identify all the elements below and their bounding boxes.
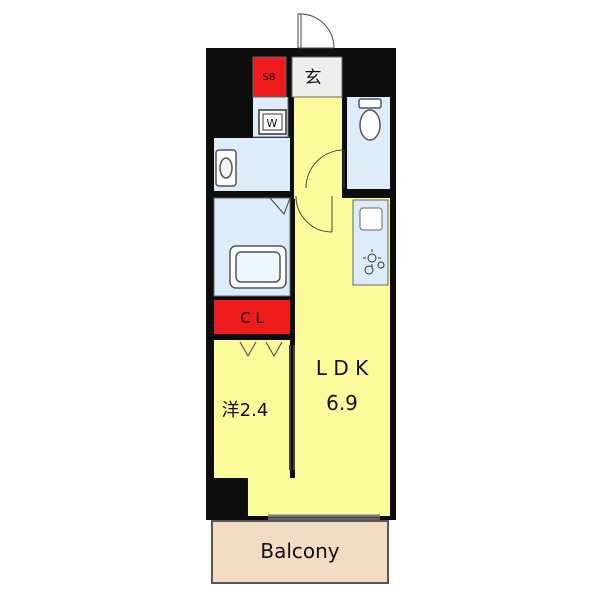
kitchen-sink <box>359 207 383 231</box>
balcony-label: Balcony <box>260 539 339 563</box>
washbasin-icon <box>215 149 237 187</box>
western-room-label: 洋2.4 <box>222 400 269 421</box>
western-room-name: 洋 <box>222 400 240 421</box>
western-room-size: 2.4 <box>240 400 269 421</box>
washer-label: W <box>267 117 278 130</box>
hallway-floor <box>294 97 342 199</box>
balcony: Balcony <box>211 520 389 584</box>
entrance-label: 玄 <box>305 68 322 88</box>
ldk-size: 6.9 <box>326 391 358 415</box>
bathtub-icon <box>229 245 287 289</box>
doors <box>239 13 380 520</box>
entrance-floor <box>292 57 342 97</box>
closet <box>214 300 290 334</box>
ldk-name: L D K <box>316 356 369 380</box>
stove-icon <box>363 249 385 275</box>
interior-lines <box>213 56 343 297</box>
shoe-box-label: SB <box>262 72 275 83</box>
kitchen-counter <box>352 199 389 286</box>
washer-icon <box>258 109 287 135</box>
western-room <box>214 340 290 478</box>
toilet-icon <box>358 98 382 141</box>
shoe-box <box>253 57 286 97</box>
closet-label: C L <box>240 309 264 327</box>
